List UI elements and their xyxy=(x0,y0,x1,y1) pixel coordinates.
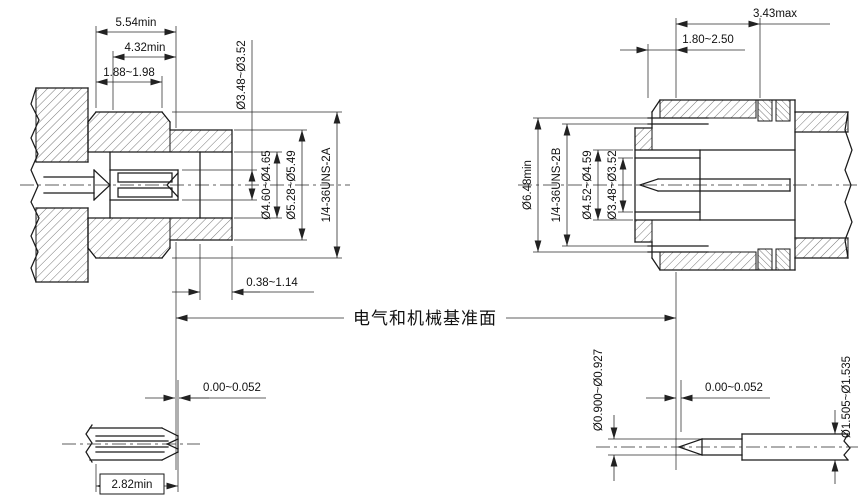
dim-right-top-1: 3.43max xyxy=(753,8,797,20)
dim-left-recess: 0.38~1.14 xyxy=(246,277,298,289)
dim-left-contact-length: 2.82min xyxy=(112,479,153,491)
dim-right-offset: 0.00~0.052 xyxy=(705,382,763,394)
left-dimension-lines xyxy=(96,28,341,490)
dim-right-dia-bore: Ø4.52~Ø4.59 xyxy=(582,150,594,219)
dim-right-top-2: 1.80~2.50 xyxy=(682,34,733,46)
right-pin-detail xyxy=(678,433,851,461)
dim-right-dia-pin-shaft: Ø1.505~Ø1.535 xyxy=(841,356,853,438)
boxed-dimension-frame xyxy=(99,473,165,495)
dim-left-top-3: 1.88~1.98 xyxy=(103,67,154,79)
dim-right-dia-pin-tip: Ø0.900~Ø0.927 xyxy=(593,349,605,431)
right-extension-lines xyxy=(533,18,761,470)
left-view: 5.54min 4.32min 1.88~1.98 Ø3.48~Ø3.52 Ø4… xyxy=(20,17,350,495)
dim-left-dia-bore: Ø4.60~Ø4.65 xyxy=(261,150,273,219)
left-connector-body xyxy=(87,111,233,259)
dim-left-offset: 0.00~0.052 xyxy=(203,382,261,394)
reference-plane: 电气和机械基准面 xyxy=(176,309,676,328)
left-contact-detail xyxy=(85,424,179,463)
dim-left-dia-thread: Ø5.28~Ø5.49 xyxy=(286,150,298,219)
right-view: 3.43max 1.80~2.50 Ø6.48min 1/4-36UNS-2B … xyxy=(518,8,860,484)
right-dimension-lines xyxy=(534,20,839,484)
dim-left-top-2: 4.32min xyxy=(125,42,166,54)
right-connector-body xyxy=(634,99,853,271)
right-thread-spec: 1/4-36UNS-2B xyxy=(551,147,563,222)
dim-right-dia-outer: Ø6.48min xyxy=(522,160,534,210)
left-thread-spec: 1/4-36UNS-2A xyxy=(321,147,333,222)
dim-left-top-1: 5.54min xyxy=(116,17,157,29)
left-extension-lines xyxy=(95,26,342,492)
dim-right-dia-inner: Ø3.48~Ø3.52 xyxy=(607,150,619,219)
right-center-pin xyxy=(639,178,791,192)
reference-plane-label: 电气和机械基准面 xyxy=(353,309,497,328)
left-socket-contact xyxy=(109,169,179,201)
dim-left-dia-socket: Ø3.48~Ø3.52 xyxy=(236,40,248,109)
